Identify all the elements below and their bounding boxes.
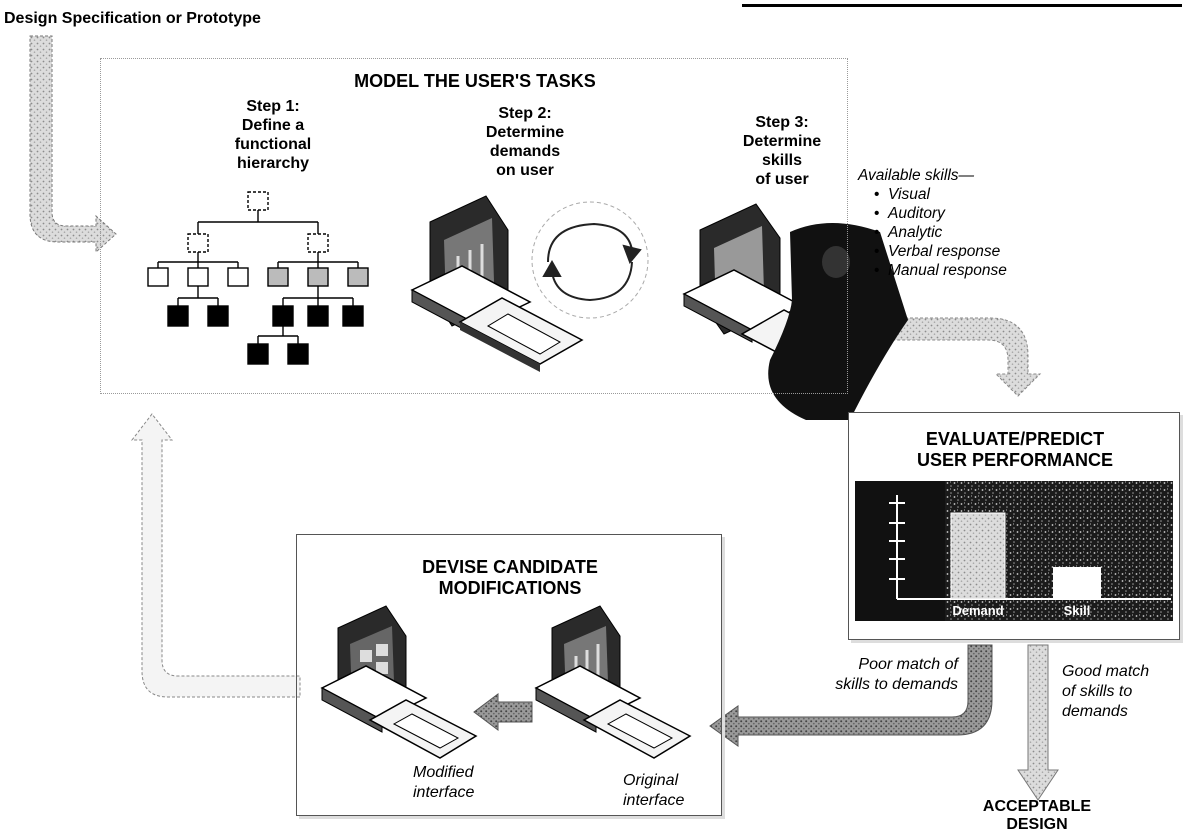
model-panel: MODEL THE USER'S TASKS Step 1: Define a … [100, 58, 848, 394]
step-3-line: skills [761, 152, 803, 169]
modified-line: Modified [413, 764, 474, 781]
step-3-line: Step 3: [755, 114, 809, 131]
to-evaluate-arrow [879, 317, 1042, 397]
good-match-line: Good match [1062, 663, 1150, 680]
step-1-line: functional [234, 136, 312, 153]
poor-match-label: Poor match of skills to demands [790, 655, 958, 695]
chart-left-area [855, 481, 945, 621]
modified-interface-label: Modified interface [413, 763, 474, 803]
skills-heading: Available skills— [858, 167, 975, 184]
available-skills: Available skills— Visual Auditory Analyt… [858, 166, 1007, 280]
step-2-line: on user [496, 162, 554, 179]
step-3-label: Step 3: Determine skills of user [727, 113, 837, 189]
terminal-step2 [410, 195, 584, 372]
devise-title: DEVISE CANDIDATE MODIFICATIONS [297, 557, 723, 599]
skill-item: Auditory [874, 204, 1007, 223]
model-title: MODEL THE USER'S TASKS [354, 71, 596, 91]
step-3-line: of user [755, 171, 809, 188]
devise-title-line: MODIFICATIONS [438, 578, 582, 598]
category-label-demand: Demand [952, 603, 1003, 618]
evaluate-title: EVALUATE/PREDICT USER PERFORMANCE [849, 429, 1181, 471]
step-2-line: Determine [485, 124, 565, 141]
step-2-line: Step 2: [498, 105, 552, 122]
modified-line: interface [413, 784, 475, 801]
feed-arrow [29, 35, 117, 254]
poor-match-arrow [709, 644, 993, 747]
skill-item: Visual [874, 185, 1007, 204]
step-1-line: Step 1: [246, 98, 300, 115]
step-3-line: Determine [742, 133, 822, 150]
skill-item: Analytic [874, 223, 1007, 242]
poor-match-line: Poor match of [858, 656, 958, 673]
step-1-label: Step 1: Define a functional hierarchy [213, 97, 333, 173]
bar-demand [950, 512, 1006, 600]
step-1-line: hierarchy [236, 155, 310, 172]
top-rule [742, 4, 1182, 7]
skills-list: Visual Auditory Analytic Verbal response… [874, 185, 1007, 280]
performance-chart: Demand Skill [855, 481, 1173, 621]
original-interface-label: Original interface [623, 771, 684, 811]
evaluate-panel: EVALUATE/PREDICT USER PERFORMANCE Demand… [848, 412, 1180, 640]
terminal-modified [320, 605, 478, 759]
good-match-line: demands [1062, 703, 1128, 720]
devise-title-line: DEVISE CANDIDATE [422, 557, 598, 577]
return-arrow [130, 413, 301, 698]
hierarchy-tree [147, 191, 369, 365]
outcome-line: DESIGN [1006, 816, 1068, 833]
poor-match-line: skills to demands [835, 676, 958, 693]
acceptable-design-label: ACCEPTABLE DESIGN [958, 798, 1116, 834]
cycle-arrows [531, 201, 649, 319]
modify-arrow [473, 693, 533, 731]
source-label: Design Specification or Prototype [4, 10, 261, 27]
good-match-label: Good match of skills to demands [1062, 662, 1149, 722]
step-1-line: Define a [241, 117, 305, 134]
original-line: interface [623, 792, 685, 809]
bar-skill [1053, 567, 1101, 599]
good-match-arrow [1017, 644, 1059, 801]
original-line: Original [623, 772, 679, 789]
step-2-label: Step 2: Determine demands on user [465, 104, 585, 180]
terminal-original [534, 605, 692, 759]
skill-item: Verbal response [874, 242, 1007, 261]
outcome-line: ACCEPTABLE [982, 798, 1092, 815]
evaluate-title-line: USER PERFORMANCE [916, 450, 1113, 470]
evaluate-title-line: EVALUATE/PREDICT [925, 429, 1105, 449]
good-match-line: of skills to [1062, 683, 1133, 700]
step-2-line: demands [489, 143, 561, 160]
category-label-skill: Skill [1064, 603, 1091, 618]
skill-item: Manual response [874, 261, 1007, 280]
devise-panel: DEVISE CANDIDATE MODIFICATIONS Modified … [296, 534, 722, 816]
